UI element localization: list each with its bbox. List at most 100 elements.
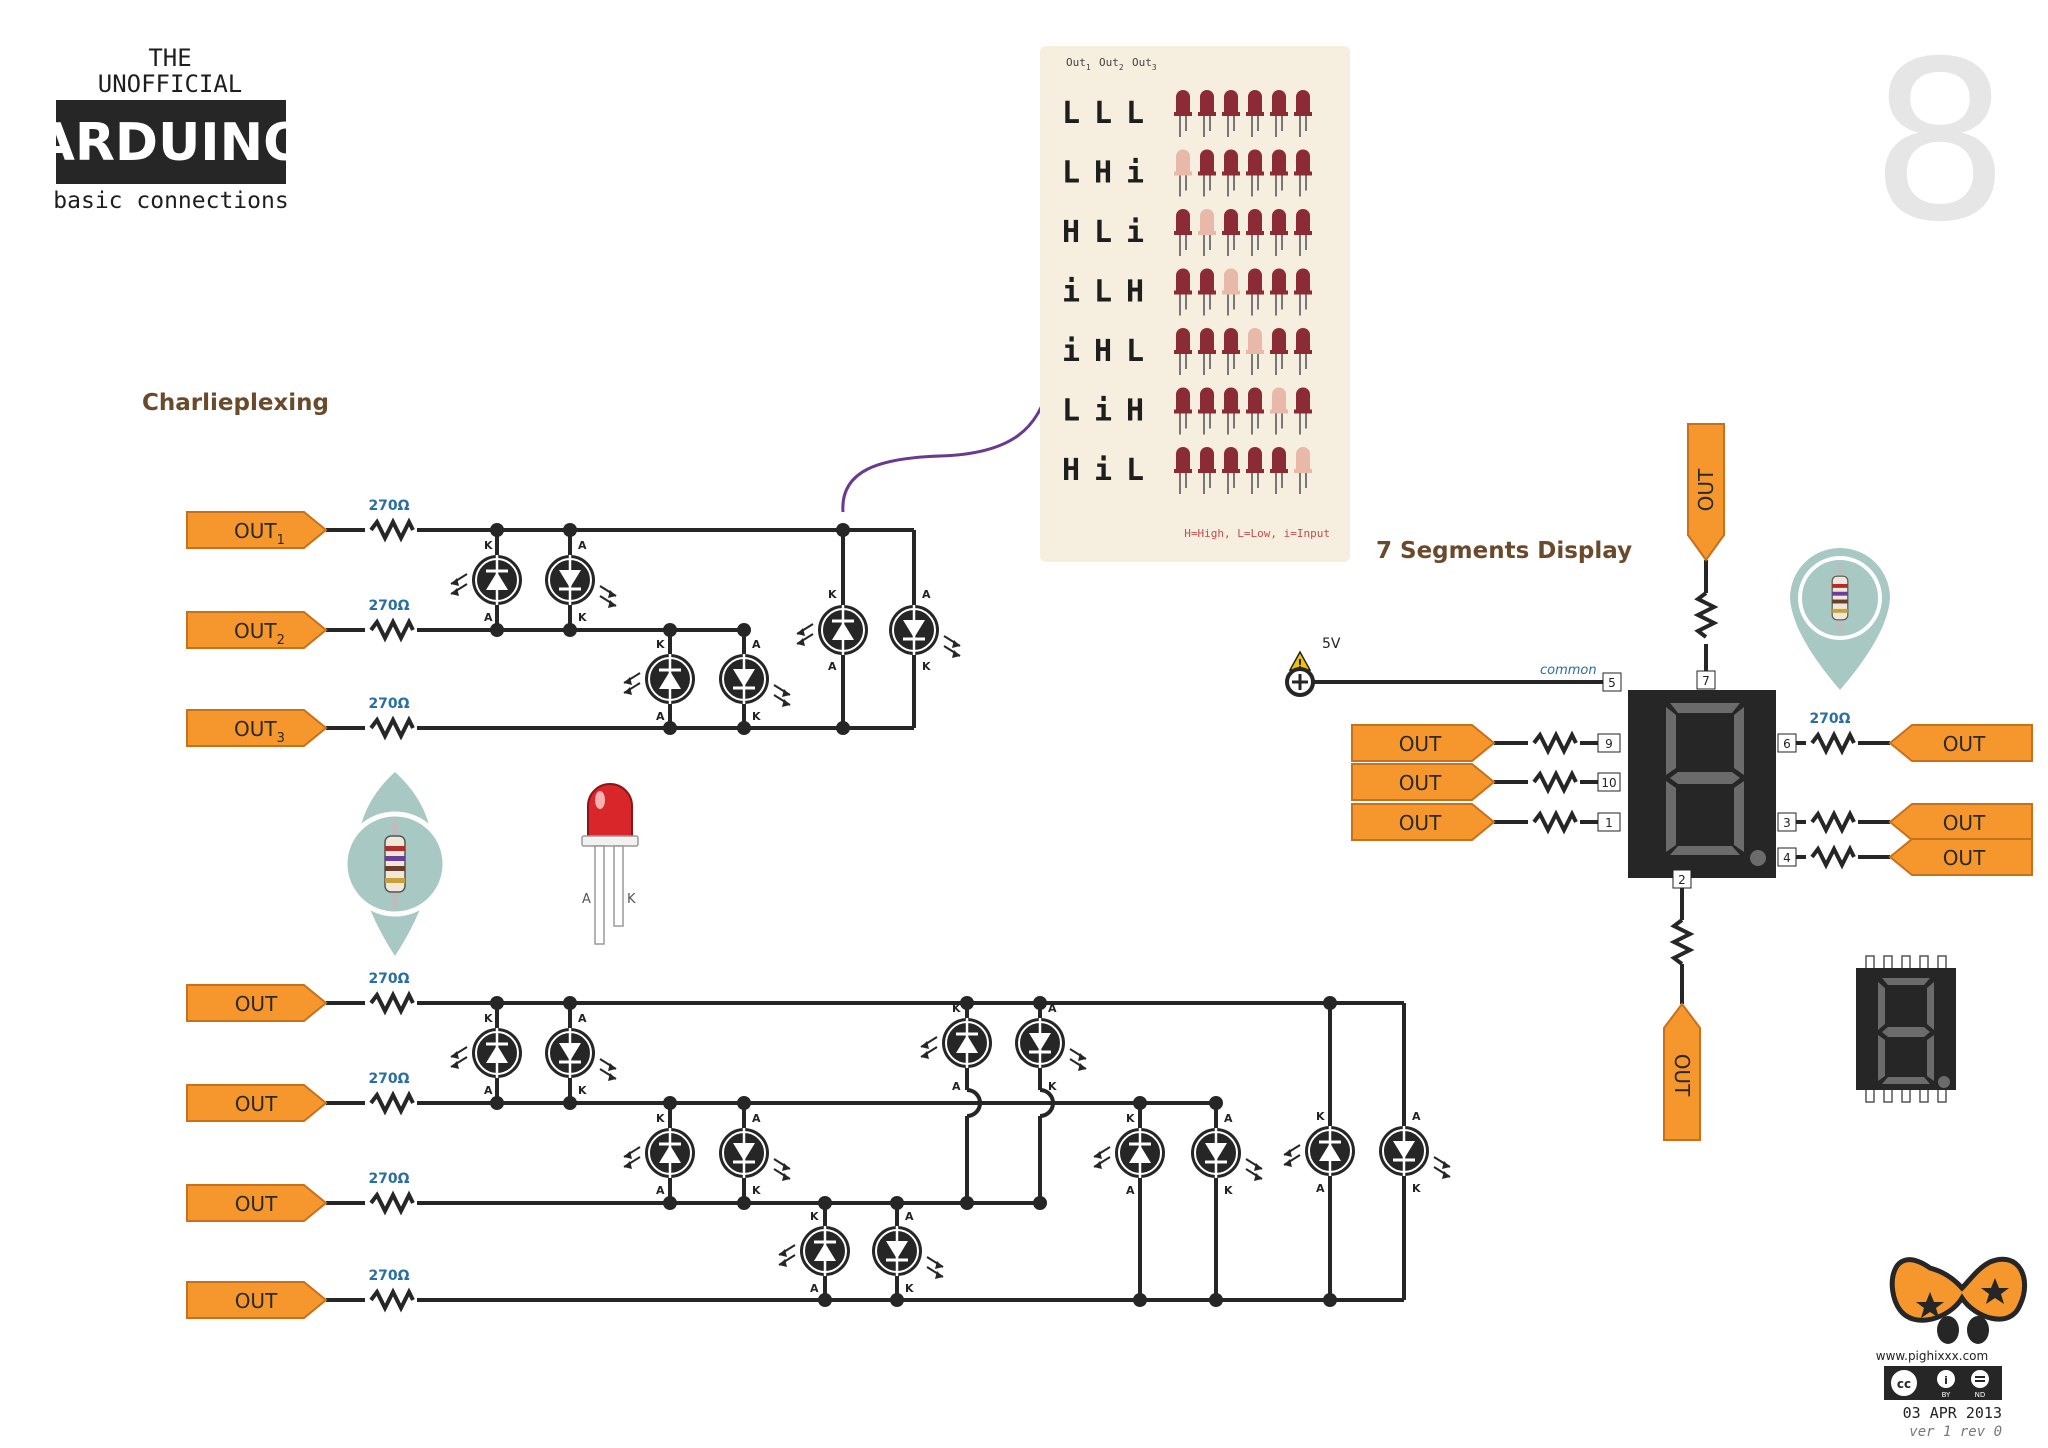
output-pin: OUT <box>1351 763 1496 801</box>
footer-block: www.pighixxx.com cc i BY ND 03 APR 2013 … <box>1876 1256 2027 1440</box>
brand-box <box>56 100 286 184</box>
led-pin-label: K <box>1316 1110 1325 1123</box>
pin-number: 6 <box>1783 737 1791 751</box>
license-by: BY <box>1942 1391 1951 1399</box>
resistor-badge <box>1790 548 1890 690</box>
truth-header-sub: 2 <box>1119 63 1124 72</box>
resistor-label: 270Ω <box>368 1071 409 1087</box>
led-pin-label: K <box>752 1184 761 1197</box>
truth-cell: i <box>1126 215 1144 250</box>
resistor-label: 270Ω <box>368 498 409 514</box>
output-pin: OUT <box>1351 803 1496 841</box>
pin-label: OUT <box>1399 771 1442 795</box>
svg-text:i: i <box>1944 1374 1948 1387</box>
output-pin-3: OUT3 <box>186 709 328 747</box>
output-pin: OUT <box>1888 803 2033 841</box>
truth-cell: L <box>1062 394 1080 429</box>
truth-cell: L <box>1094 96 1112 131</box>
pin-label: OUT <box>1694 468 1718 511</box>
svg-text:Out1: Out1 <box>1066 56 1091 72</box>
truth-cell: H <box>1126 275 1144 310</box>
led-anode-label: A <box>582 892 591 907</box>
led-pin-label: K <box>1412 1182 1421 1195</box>
truth-cell: L <box>1062 156 1080 191</box>
led-pin-label: A <box>1224 1112 1233 1125</box>
truth-cell: i <box>1094 394 1112 429</box>
resistor-label: 270Ω <box>368 971 409 987</box>
resistor-label: 270Ω <box>368 598 409 614</box>
led-pin-label: K <box>656 1112 665 1125</box>
footer-site: www.pighixxx.com <box>1876 1349 1988 1363</box>
resistor-label: 270Ω <box>368 1268 409 1284</box>
led-pin-label: A <box>484 611 493 624</box>
truth-header-sub: 3 <box>1152 63 1157 72</box>
pin-number: 3 <box>1783 816 1791 830</box>
svg-text:Out3: Out3 <box>1132 56 1157 72</box>
led-pin-label: K <box>656 638 665 651</box>
led-pin-label: A <box>1412 1110 1421 1123</box>
led-pin-label: A <box>922 588 931 601</box>
led-pin-label: A <box>828 660 837 673</box>
truth-header-sub: 1 <box>1086 63 1091 72</box>
svg-text:OUT3: OUT3 <box>234 717 285 746</box>
truth-cell: H <box>1094 334 1112 369</box>
truth-cell: L <box>1062 96 1080 131</box>
charlieplex-4-circuit: OUT OUT OUT OUT 270Ω 270Ω 270Ω 270Ω K A … <box>186 971 1451 1319</box>
led-pin-label: A <box>905 1210 914 1223</box>
pin-subscript: 3 <box>277 731 285 746</box>
led-pin-label: A <box>1126 1184 1135 1197</box>
pin-number: 10 <box>1601 776 1616 790</box>
led-pin-label: A <box>578 539 587 552</box>
brand-arduino: ARDUINO <box>35 113 308 173</box>
output-pin: OUT <box>1888 838 2033 876</box>
output-pin: OUT <box>186 1281 328 1319</box>
led-pin-label: K <box>828 588 837 601</box>
truth-cell: i <box>1062 334 1080 369</box>
title-unofficial: UNOFFICIAL <box>98 70 243 98</box>
resistor-badge <box>342 772 448 956</box>
pin-label: OUT <box>234 717 277 741</box>
truth-cell: L <box>1126 453 1144 488</box>
output-pin: OUT <box>186 1184 328 1222</box>
pin-label: OUT <box>235 1092 278 1116</box>
led-pin-label: A <box>484 1084 493 1097</box>
svg-text:OUT2: OUT2 <box>234 619 285 648</box>
pin-number: 9 <box>1605 737 1613 751</box>
pin-label: OUT <box>235 1192 278 1216</box>
pin-number: 1 <box>1605 816 1613 830</box>
svg-text:OUT1: OUT1 <box>234 519 285 548</box>
resistor-label: 270Ω <box>1809 711 1850 727</box>
led-illustration: A K <box>581 783 639 945</box>
svg-text:!: ! <box>1297 657 1302 671</box>
seven-segment-circuit: ! 5V common OUT 7 5 <box>1285 423 2033 1141</box>
truth-cell: H <box>1062 453 1080 488</box>
truth-cell: L <box>1126 96 1144 131</box>
svg-text:Out2: Out2 <box>1099 56 1124 72</box>
truth-legend: H=High, L=Low, i=Input <box>1184 527 1330 540</box>
truth-cell: H <box>1094 156 1112 191</box>
footer-version: ver 1 rev 0 <box>1909 1424 2002 1440</box>
pin-label: OUT <box>234 519 277 543</box>
truth-header: Out <box>1132 56 1152 69</box>
cc-license-badge: cc i BY ND <box>1884 1366 2002 1400</box>
output-pin-1: OUT1 <box>186 511 328 549</box>
pin-number: 7 <box>1702 674 1710 688</box>
truth-cell: i <box>1094 453 1112 488</box>
led-pin-label: A <box>656 710 665 723</box>
resistor-label: 270Ω <box>368 696 409 712</box>
led-pin-label: K <box>810 1210 819 1223</box>
pin-label: OUT <box>234 619 277 643</box>
led-pin-label: A <box>578 1012 587 1025</box>
supply-label: 5V <box>1322 636 1341 652</box>
pin-number: 5 <box>1608 676 1616 690</box>
pin-label: OUT <box>235 992 278 1016</box>
pin-label: OUT <box>1399 732 1442 756</box>
pin-number: 4 <box>1783 851 1791 865</box>
pin-label: OUT <box>1943 811 1986 835</box>
led-pin-label: A <box>1316 1182 1325 1195</box>
output-pin-2: OUT2 <box>186 611 328 649</box>
charlieplex-3-circuit: OUT1 OUT2 OUT3 270Ω 270Ω 270Ω K A A K K <box>186 359 1055 747</box>
led-pin-label: K <box>1048 1080 1057 1093</box>
